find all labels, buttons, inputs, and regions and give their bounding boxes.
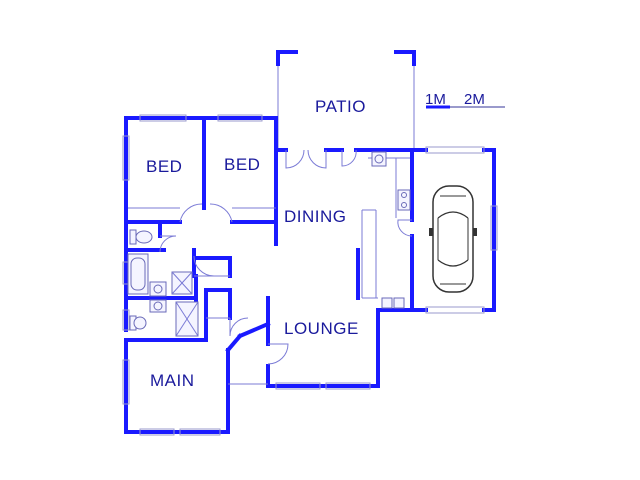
interior-walls [124,116,360,342]
doors [159,149,413,365]
car-icon [429,185,477,293]
shower-icon [171,271,193,295]
garage [410,146,498,314]
toilet-icon [129,229,153,245]
room-label-lounge: LOUNGE [284,319,359,338]
stove-icon [397,189,411,211]
patio-outline [276,50,416,150]
bathtub-icon [127,253,149,295]
room-label-bed-left: BED [146,157,182,176]
basin-icon [149,299,167,313]
room-label-dining: DINING [284,207,347,226]
windows [122,114,371,436]
scale-bar: 1M 2M [425,91,505,109]
toilet-icon [129,315,147,331]
basin-icon [149,281,167,297]
scale-label-1m: 1M [425,91,446,108]
shower-icon [175,301,199,337]
room-label-patio: PATIO [315,97,366,116]
appliance-icon [381,297,405,309]
thin-lines [128,157,410,385]
room-label-bed-right: BED [224,155,260,174]
exterior-walls [124,116,414,434]
fixtures [127,151,411,337]
sink-icon [371,151,387,167]
scale-label-2m: 2M [464,91,485,108]
room-label-main: MAIN [150,371,195,390]
